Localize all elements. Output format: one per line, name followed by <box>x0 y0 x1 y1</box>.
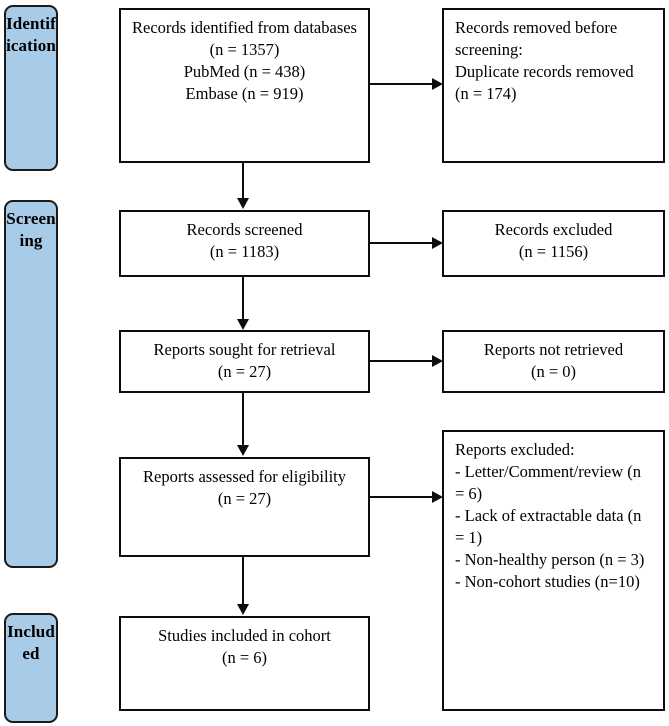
box-reports-excluded-text: Reports excluded: - Letter/Comment/revie… <box>455 440 645 591</box>
stage-label-screening-text: Screening <box>6 209 56 251</box>
arrowhead-assessed-to-included <box>237 604 249 615</box>
connector-identified-to-screened <box>242 163 244 199</box>
box-records-excluded-text: Records excluded (n = 1156) <box>494 220 613 261</box>
box-records-screened: Records screened (n = 1183) <box>119 210 370 277</box>
stage-label-identification: Identification <box>4 5 58 171</box>
stage-label-included-text: Included <box>7 622 55 664</box>
box-reports-sought-for-retrieval-text: Reports sought for retrieval (n = 27) <box>153 340 336 381</box>
box-reports-not-retrieved: Reports not retrieved (n = 0) <box>442 330 665 393</box>
stage-label-included: Included <box>4 613 58 723</box>
box-reports-not-retrieved-text: Reports not retrieved (n = 0) <box>483 340 624 381</box>
arrowhead-sought-to-not-retrieved <box>432 355 443 367</box>
box-records-identified: Records identified from databases (n = 1… <box>119 8 370 163</box>
stage-label-identification-text: Identification <box>6 14 56 56</box>
box-records-removed-before-screening: Records removed before screening: Duplic… <box>442 8 665 163</box>
arrowhead-assessed-to-reports-excluded <box>432 491 443 503</box>
connector-screened-to-sought <box>242 277 244 320</box>
arrowhead-identified-to-screened <box>237 198 249 209</box>
box-records-screened-text: Records screened (n = 1183) <box>186 220 303 261</box>
box-studies-included-in-cohort-text: Studies included in cohort (n = 6) <box>158 626 331 667</box>
box-records-removed-before-screening-text: Records removed before screening: Duplic… <box>455 18 634 103</box>
box-studies-included-in-cohort: Studies included in cohort (n = 6) <box>119 616 370 711</box>
connector-sought-to-not-retrieved <box>370 360 436 362</box>
box-reports-assessed-for-eligibility-text: Reports assessed for eligibility (n = 27… <box>142 467 346 508</box>
box-records-excluded: Records excluded (n = 1156) <box>442 210 665 277</box>
connector-assessed-to-reports-excluded <box>370 496 436 498</box>
arrowhead-sought-to-assessed <box>237 445 249 456</box>
connector-screened-to-excluded <box>370 242 436 244</box>
arrowhead-identified-to-removed <box>432 78 443 90</box>
connector-identified-to-removed <box>370 83 436 85</box>
box-reports-sought-for-retrieval: Reports sought for retrieval (n = 27) <box>119 330 370 393</box>
box-reports-assessed-for-eligibility: Reports assessed for eligibility (n = 27… <box>119 457 370 557</box>
box-records-identified-text: Records identified from databases (n = 1… <box>132 18 357 103</box>
arrowhead-screened-to-sought <box>237 319 249 330</box>
stage-label-screening: Screening <box>4 200 58 568</box>
connector-sought-to-assessed <box>242 393 244 446</box>
connector-assessed-to-included <box>242 557 244 605</box>
box-reports-excluded: Reports excluded: - Letter/Comment/revie… <box>442 430 665 711</box>
arrowhead-screened-to-excluded <box>432 237 443 249</box>
